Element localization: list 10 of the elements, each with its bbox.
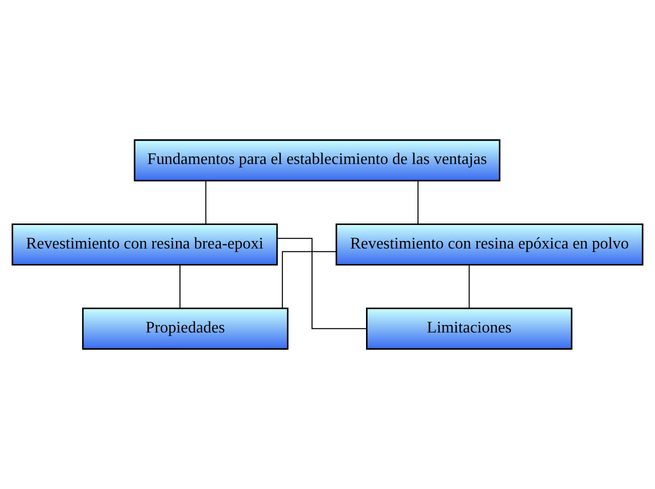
node-box: Revestimiento con resina epóxica en polvo: [336, 223, 644, 266]
connector: [205, 180, 206, 224]
node-box: Limitaciones: [366, 308, 572, 350]
connector: [282, 251, 336, 308]
node-box: Fundamentos para el establecimiento de las ventajas: [134, 139, 500, 182]
connector: [277, 238, 367, 330]
connector: [179, 264, 180, 308]
connector: [468, 264, 470, 308]
node-box: Revestimiento con resina brea-epoxi: [12, 223, 278, 266]
node-box: Propiedades: [82, 308, 288, 350]
